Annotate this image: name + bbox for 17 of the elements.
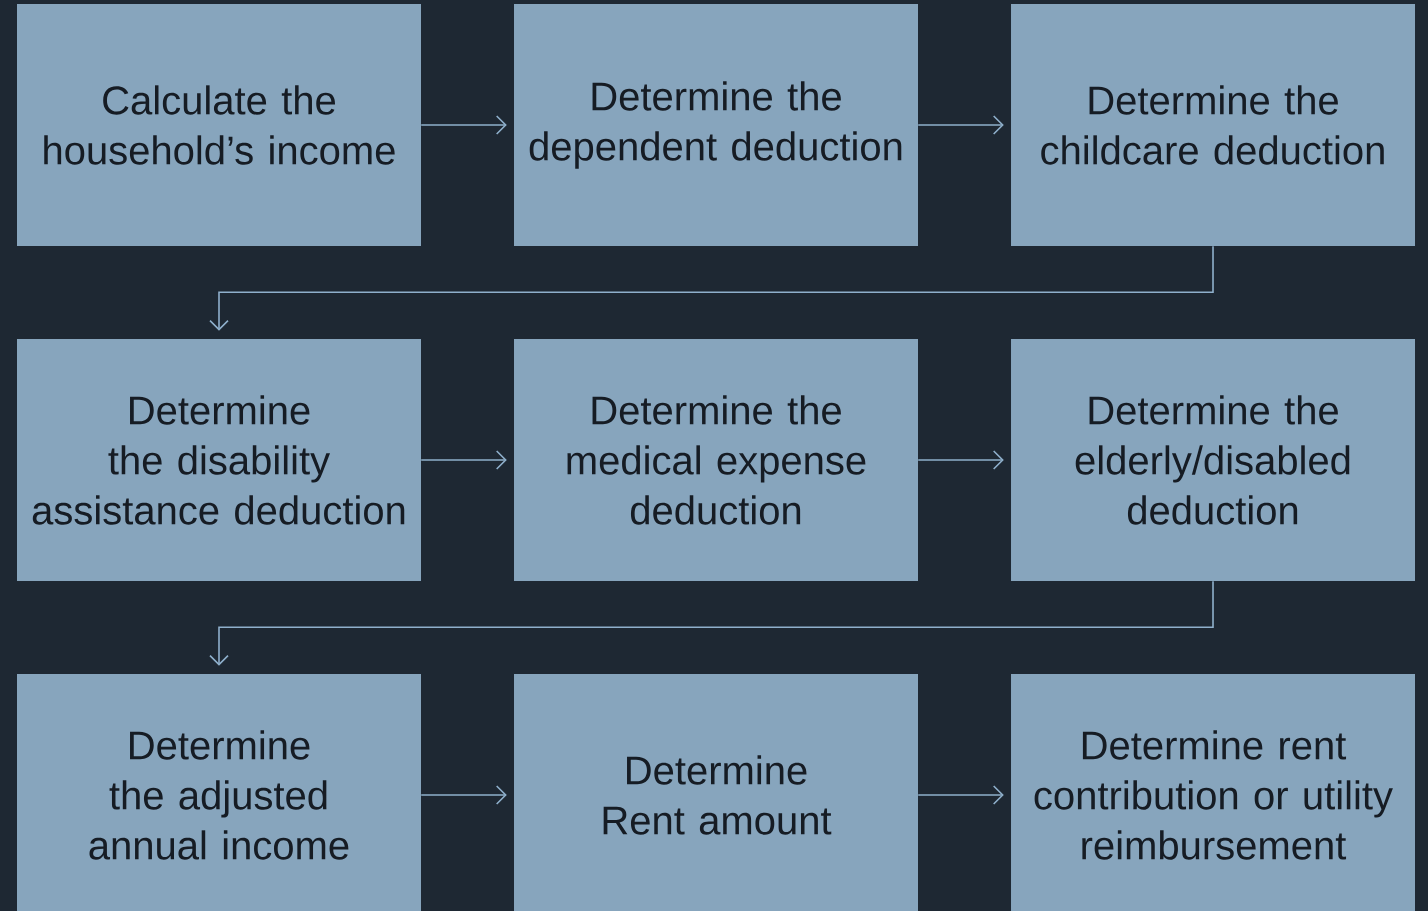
arrow: [420, 115, 507, 135]
process-box: Determine the adjusted annual income: [17, 674, 421, 911]
process-box: Determine Rent amount: [514, 674, 918, 911]
process-box: Determine the childcare deduction: [1011, 4, 1415, 246]
process-box: Determine the elderly/disabled deduction: [1011, 339, 1415, 581]
arrow: [917, 450, 1004, 470]
process-box: Determine the disability assistance deduction: [17, 339, 421, 581]
arrow: [917, 115, 1004, 135]
process-box: Determine the dependent deduction: [514, 4, 918, 246]
arrow: [209, 580, 1214, 666]
process-box: Calculate the household’s income: [17, 4, 421, 246]
process-box: Determine the medical expense deduction: [514, 339, 918, 581]
arrow: [917, 785, 1004, 805]
arrow: [420, 785, 507, 805]
process-box: Determine rent contribution or utility reimbursement: [1011, 674, 1415, 911]
arrow: [209, 245, 1214, 331]
arrow: [420, 450, 507, 470]
